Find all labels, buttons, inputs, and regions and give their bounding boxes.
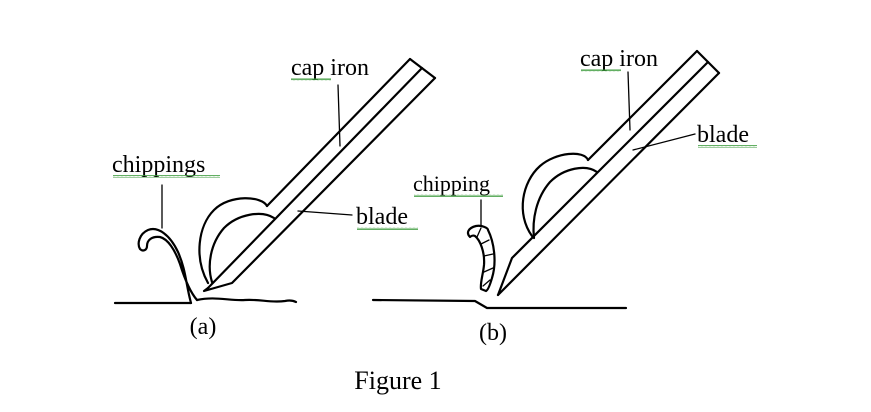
panel-b: cap iron blade chipping (b) <box>371 46 757 346</box>
label-chippings-a: chippings <box>112 152 205 178</box>
tool-a <box>198 57 437 293</box>
spellcheck-underline-chipping-b <box>414 194 503 197</box>
cap-iron-curve-outer-a <box>198 197 269 285</box>
leader-blade-a <box>297 210 353 216</box>
chipping-shape-b <box>466 224 496 293</box>
leader-cap-iron-a <box>337 84 341 147</box>
leader-cap-iron-b <box>627 71 631 131</box>
spellcheck-underline-blade-b <box>698 145 757 148</box>
cap-blade-interface-a <box>206 66 424 290</box>
spellcheck-underline-cap-b <box>581 69 621 72</box>
workpiece-surface-a-right <box>195 297 298 304</box>
spellcheck-underline-blade-a <box>357 227 418 230</box>
blade-lower-edge-a <box>202 76 437 293</box>
label-blade-a: blade <box>356 204 408 230</box>
cap-blade-interface-b <box>496 60 710 297</box>
label-blade-b: blade <box>697 122 749 148</box>
panel-label-a: (a) <box>190 314 217 340</box>
spellcheck-underline-cap-a <box>291 78 331 81</box>
cap-iron-curve-outer-b <box>521 152 590 238</box>
chippings-shape-a <box>137 228 199 305</box>
spellcheck-underline-chippings-a <box>113 175 220 178</box>
figure-caption: Figure 1 <box>354 366 441 395</box>
workpiece-surface-b <box>371 298 628 310</box>
tool-b <box>496 49 721 297</box>
cap-iron-outer-edge-b <box>586 49 699 162</box>
cap-iron-outer-edge-a <box>265 57 412 208</box>
blade-lower-edge-b <box>496 71 721 297</box>
panel-a: cap iron blade chippings (a) <box>112 55 437 340</box>
panel-label-b: (b) <box>479 320 507 346</box>
leader-blade-b <box>632 133 696 151</box>
label-cap-iron-a: cap iron <box>291 55 369 81</box>
label-chipping-b: chipping <box>413 171 490 196</box>
cap-iron-curve-inner-b <box>532 166 599 240</box>
label-cap-iron-b: cap iron <box>580 46 658 72</box>
cap-iron-curve-inner-a <box>208 212 276 284</box>
